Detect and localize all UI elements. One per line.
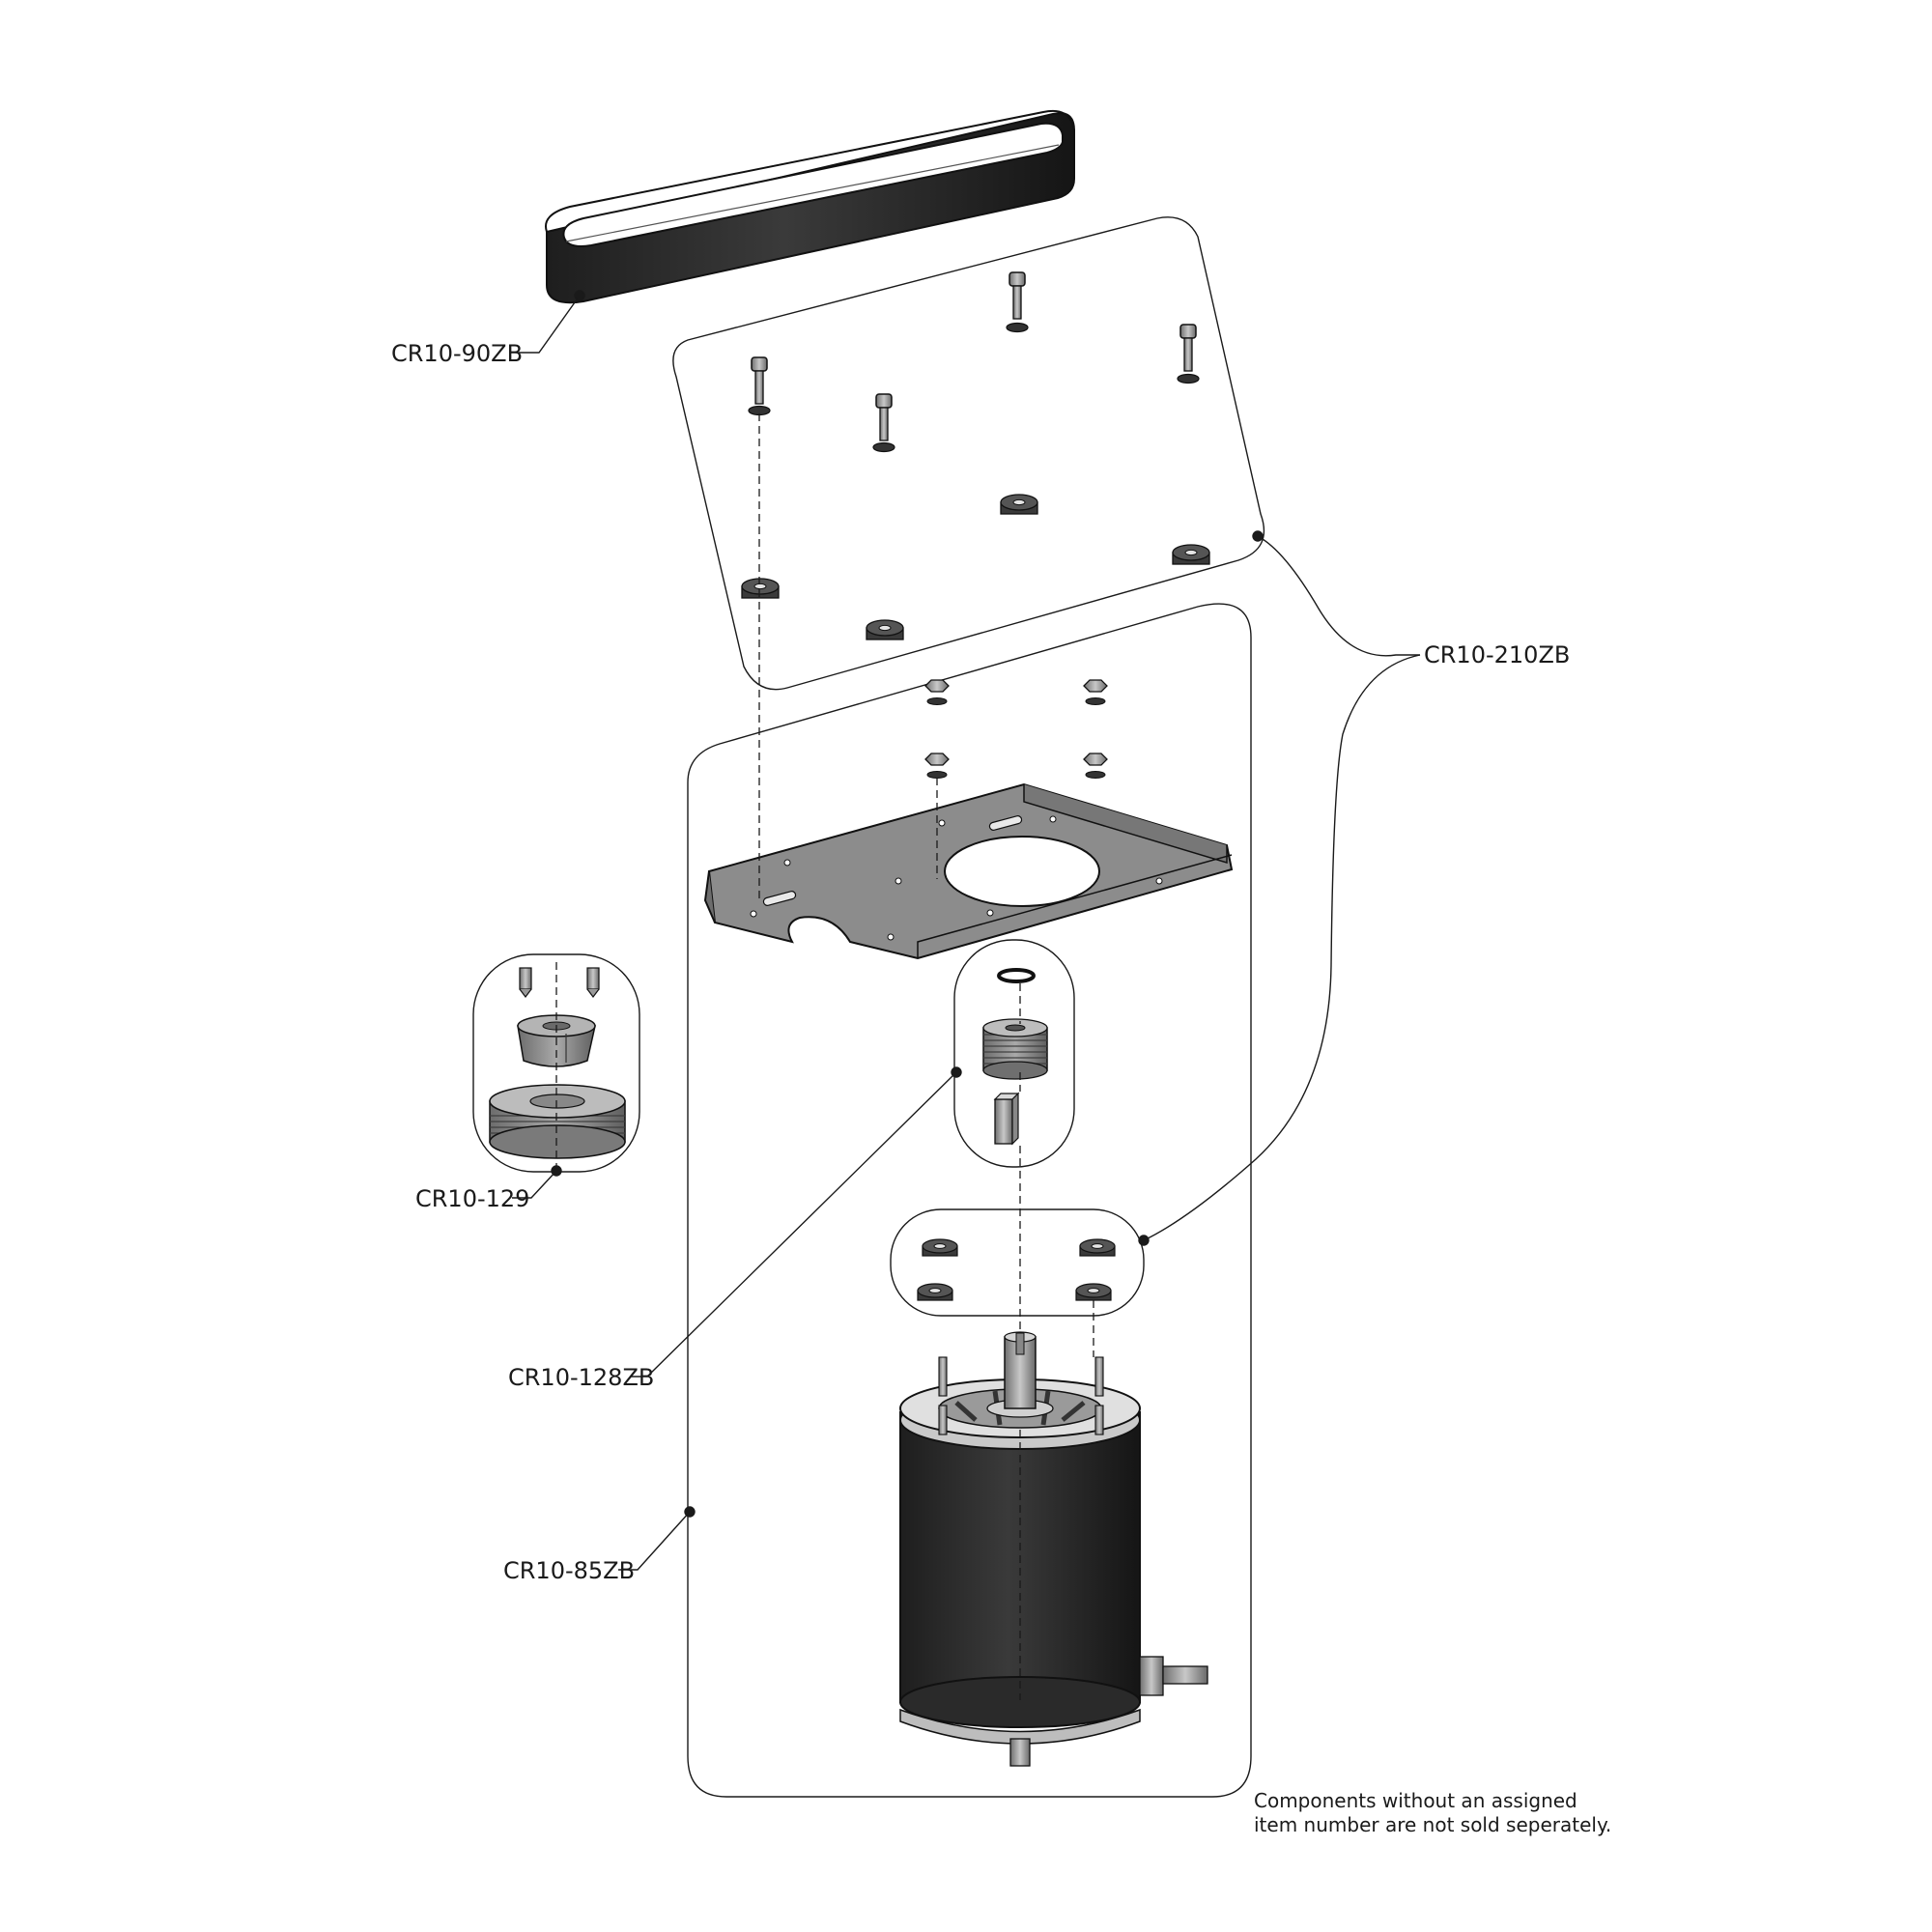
hex-nut-1 (924, 679, 950, 705)
small-pulley (982, 1018, 1048, 1080)
isolator-lower-3 (917, 1283, 953, 1301)
hex-nut-4 (1083, 753, 1108, 779)
leader-bushing-pulley (512, 1165, 562, 1199)
set-screw-right (586, 967, 600, 998)
cap-screw-3 (748, 356, 771, 416)
cap-screw-2 (1177, 324, 1200, 384)
callout-bushing-pulley: CR10-129 (415, 1185, 529, 1212)
isolator-group-boundary (890, 1208, 1145, 1317)
callout-motor-assembly: CR10-85ZB (503, 1557, 635, 1584)
isolator-lower-2 (1079, 1238, 1116, 1257)
footnote: Components without an assigned item numb… (1254, 1789, 1660, 1837)
assembly-centerlines (555, 413, 1094, 1700)
plate-center-hole (944, 836, 1100, 907)
isolator-lower-1 (922, 1238, 958, 1257)
leader-mount-kit (1138, 530, 1421, 1246)
callout-mount-kit: CR10-210ZB (1424, 641, 1570, 668)
snap-ring (997, 968, 1036, 983)
motor-top-shaft (1004, 1331, 1037, 1409)
footnote-line-2: item number are not sold seperately. (1254, 1813, 1612, 1836)
motor-assembly-boundary (687, 603, 1252, 1798)
callout-belt: CR10-90ZB (391, 340, 523, 367)
motor-conduit-fitting (1139, 1656, 1208, 1696)
drive-belt (545, 109, 1075, 304)
motor-mount-plate (703, 782, 1234, 960)
callout-motor-pulley: CR10-128ZB (508, 1364, 654, 1391)
isolator-top-3 (741, 578, 780, 599)
shaft-key (993, 1092, 1020, 1146)
isolator-top-2 (1172, 544, 1210, 565)
leader-motor-assembly (618, 1506, 696, 1571)
mount-kit-top-boundary (672, 216, 1265, 691)
leader-belt (510, 290, 585, 354)
electric-motor (899, 1331, 1208, 1767)
isolator-top-1 (1000, 494, 1038, 515)
leader-motor-pulley (630, 1066, 962, 1378)
footnote-line-1: Components without an assigned (1254, 1789, 1577, 1812)
motor-pulley-boundary (953, 939, 1075, 1168)
motor-bottom-shaft (1009, 1738, 1031, 1767)
isolator-top-4 (866, 619, 904, 640)
large-pulley (489, 1084, 626, 1159)
cap-screw-1 (1006, 271, 1029, 333)
hex-nut-3 (924, 753, 950, 779)
isolator-lower-4 (1075, 1283, 1112, 1301)
set-screw-left (519, 967, 532, 998)
hex-nut-2 (1083, 679, 1108, 705)
cap-screw-4 (872, 393, 895, 453)
